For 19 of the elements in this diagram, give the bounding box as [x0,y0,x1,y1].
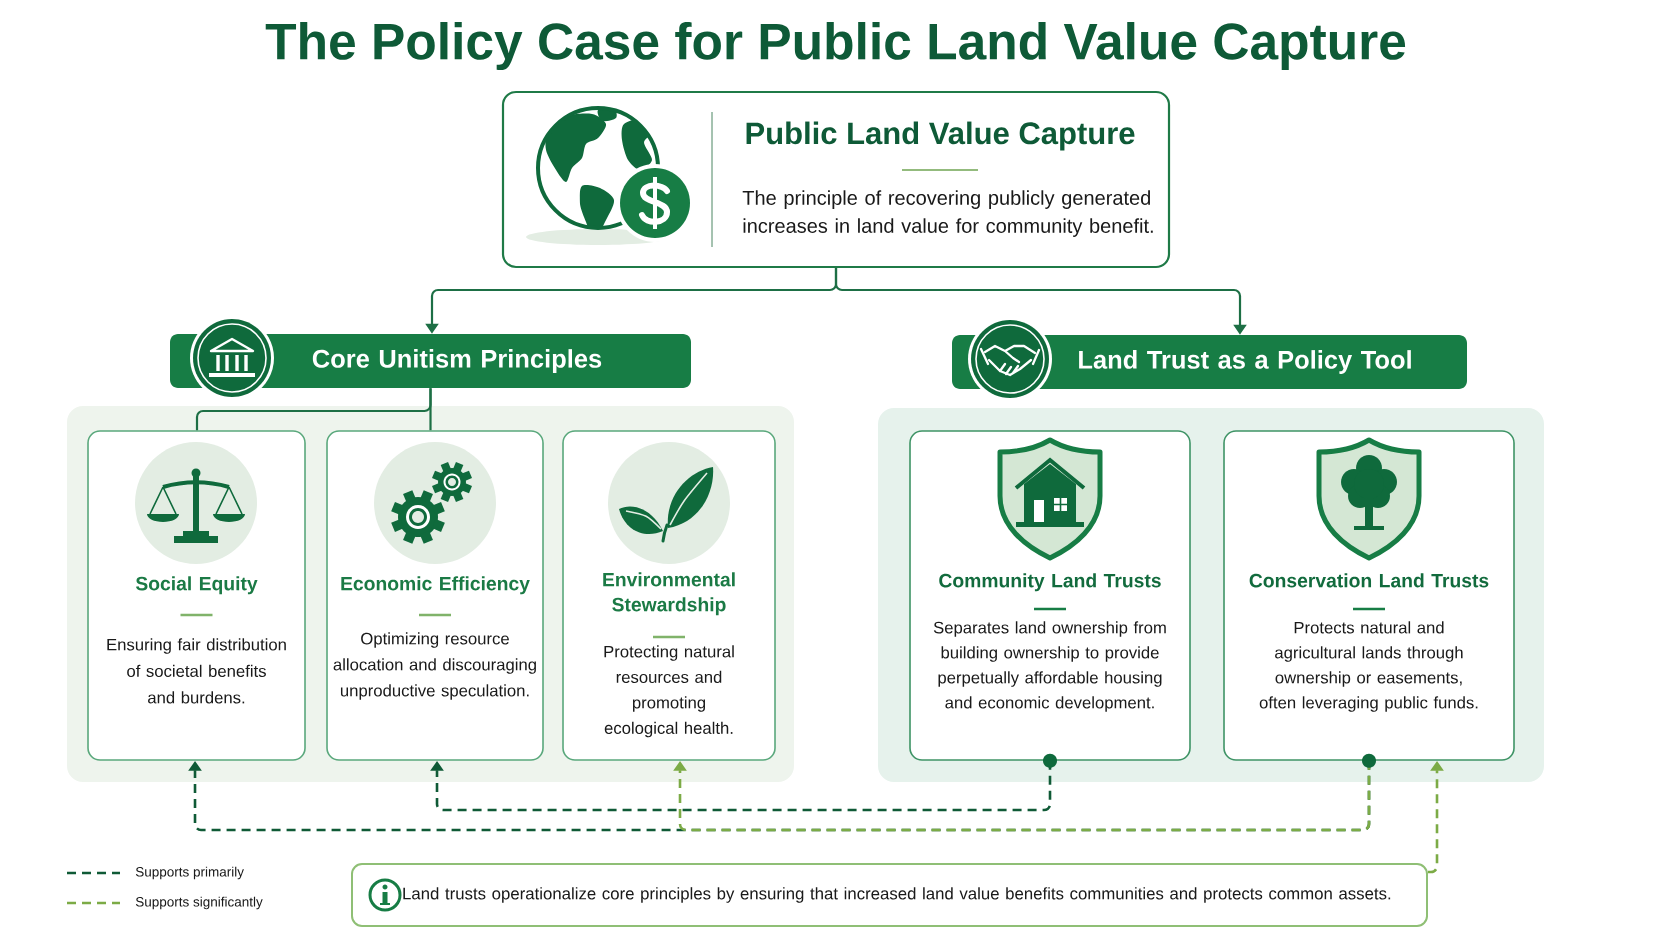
card-text: Optimizing resource allocation and discouraging unproductive speculation. [333,632,536,700]
card-text: Protecting natural resources and promoting ecological health. [604,645,734,738]
legend-label: Supports primarily [135,866,244,880]
card-heading: Community Land Trusts [939,573,1161,592]
card-heading: Conservation Land Trusts [1249,573,1489,588]
title: The Policy Case for Public Land Value Capture [265,22,1406,70]
card-heading: Economic Efficiency [341,576,530,595]
card-heading: Environmental Stewardship [603,572,735,616]
card-text: Ensuring fair distribution of societal benefits and burdens. [107,638,286,704]
note-box: Land trusts operationalize core principles by ensuring that increased land value benefits communities and protects common assets. [351,863,1428,927]
body-text: The principle of recovering publicly generated increases in land value for community benefit. [742,190,1153,237]
card-heading: Social Equity [135,576,258,595]
heading: Public Land Value Capture [746,121,1135,151]
card-text: Protects natural and agricultural lands through ownership or easements, often leveraging public funds. [1259,621,1478,712]
dashed-arrow [430,760,1052,812]
card-text: Separates land ownership from building ownership to provide perpetually affordable housing and economic development. [933,621,1166,712]
connector-line [429,388,432,431]
legend-label: Supports significantly [135,896,263,910]
dashed-arrow [673,760,1371,832]
